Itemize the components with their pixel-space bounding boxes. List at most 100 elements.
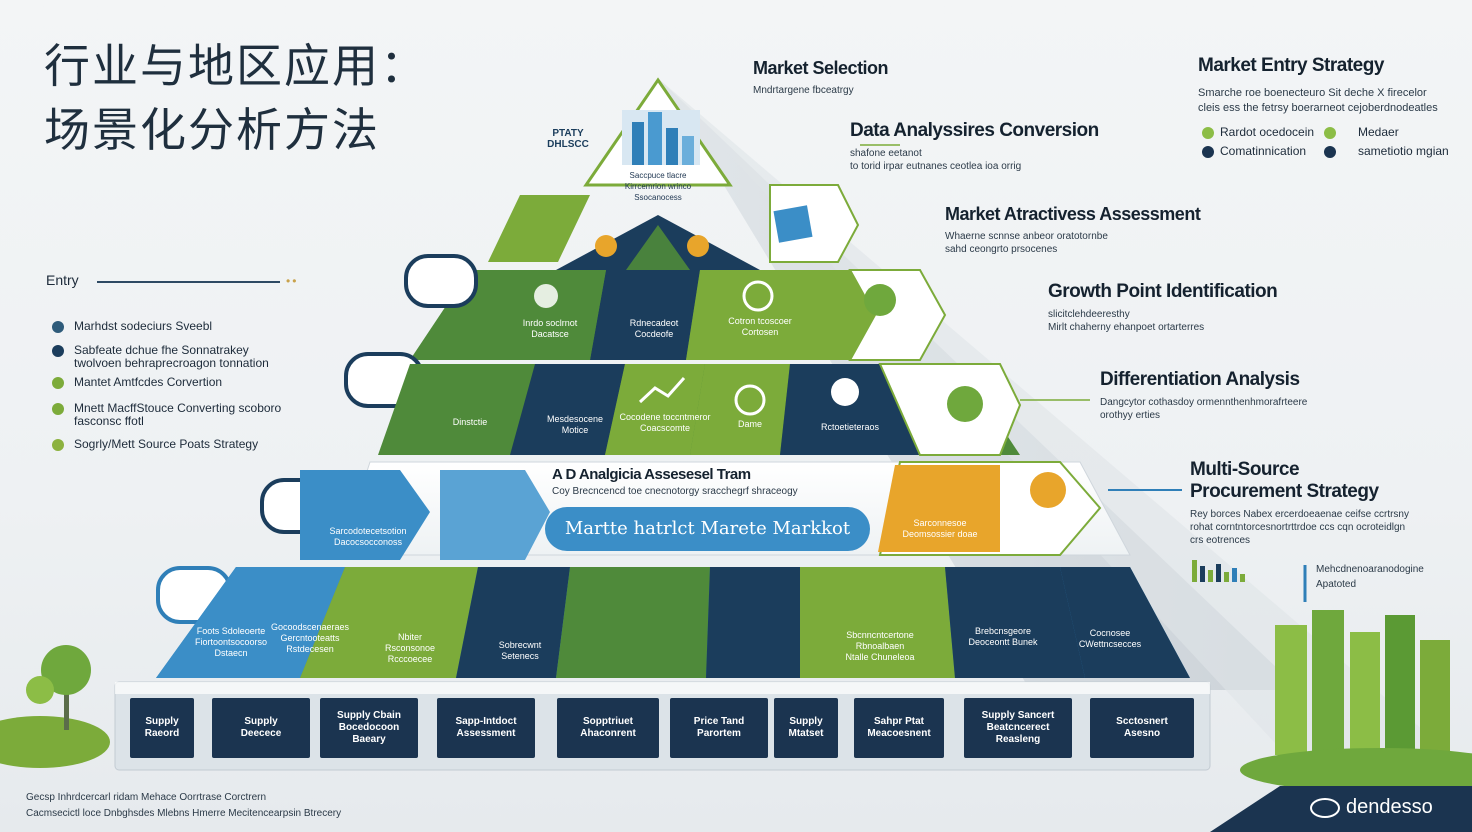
chart-icon	[638, 377, 686, 404]
page-title: 行业与地区应用：场景化分析方法	[44, 39, 428, 157]
network-icon	[534, 284, 558, 308]
legend-item-0: Rardot ocedocein	[1220, 125, 1315, 139]
blue-arrow-left	[300, 470, 430, 560]
right-label-sub-5: Rey borces Nabex ercerdoeaenae ceifse cc…	[1190, 509, 1409, 546]
base-box-9[interactable]: Scctosnert Asesno	[1090, 698, 1194, 758]
legend-item-3: sametiotio mgian	[1358, 144, 1449, 158]
entry-bullet-4	[52, 439, 64, 451]
entry-item-4: Sogrly/Mett Source Poats Strategy	[74, 437, 259, 451]
lower-tier-cell-0: Foots Sdoleoerte Fiortoontsocoorso Dstae…	[194, 626, 268, 658]
lower-tier-cell-2: Nbiter Rsconsonoe Rcccoecee	[384, 632, 436, 664]
base-box-6[interactable]: Supply Mtatset	[774, 698, 838, 758]
green-tier-cell-2: Cotron tcoscoer Cortosen	[728, 316, 792, 337]
brand-logo[interactable]: dendesso	[1310, 796, 1460, 819]
white-tier-left-caption: Sarcodotecetsotion Dacocsocconoss	[329, 526, 407, 547]
entry-item-2: Mantet Amtfcdes Corvertion	[74, 375, 223, 389]
orange-panel	[878, 465, 1000, 552]
green-tier-cell-0: Inrdo soclrnot Dacatsce	[522, 318, 578, 339]
coin-icon	[595, 235, 617, 257]
lower-tier-cell-1: Gocoodscenaeraes Gercntooteatts Rstdeces…	[270, 622, 350, 654]
blue-arrow-mid	[440, 470, 550, 560]
base-box-0[interactable]: Supply Raeord	[130, 698, 194, 758]
building-4	[1385, 615, 1415, 755]
entry-dots: ••	[286, 274, 299, 288]
building-2	[1312, 610, 1344, 755]
right-label-sub-4: Dangcytor cothasdoy ormennthenhmorafrtee…	[1100, 397, 1308, 421]
footer-line-1: Gecsp Inhrdcercarl ridam Mehace Oorrtras…	[26, 792, 267, 803]
entry-label: Entry	[46, 272, 79, 288]
mid-tier-cell-3: Dame	[737, 419, 762, 429]
footer-line-2: Cacmsecictl loce Dnbghsdes Mlebns Hmerre…	[26, 808, 342, 819]
tree-trunk	[64, 680, 69, 730]
brand-name: dendesso	[1346, 796, 1433, 818]
right-label-sub-1: shafone eetanot to torid irpar eutnanes …	[850, 148, 1022, 172]
legend-dot-0	[1202, 127, 1214, 139]
green-tier-cell-1: Rdnecadeot Cocdeofe	[629, 318, 679, 339]
document-icon	[773, 205, 813, 243]
leaf-icon	[864, 284, 896, 316]
pin-icon	[831, 378, 859, 406]
badge-1	[404, 254, 478, 308]
white-tier-sub: Coy Brecncencd toe cnecnotorgy sracchegr…	[552, 486, 798, 497]
white-tier-button-bg	[545, 507, 870, 551]
brain-icon	[947, 386, 983, 422]
orange-circle-icon	[1030, 472, 1066, 508]
legend-dot-1	[1324, 127, 1336, 139]
apex-tag: PTATY DHLSCC	[547, 128, 589, 150]
right-label-title-1: Data Analyssires Conversion	[850, 120, 1099, 141]
legend-item-2: Comatinnication	[1220, 144, 1307, 158]
pyramid-shadow-far	[660, 80, 1470, 770]
mid-tier-cell-4: Rctoetieteraos	[820, 422, 880, 432]
base-box-7[interactable]: Sahpr Ptat Meacoesnent	[854, 698, 944, 758]
entry-bullet-0	[52, 321, 64, 333]
lower-tier-cell-6: Sbcnncntcertone Rbnoalbaen Ntalle Chunel…	[845, 630, 915, 662]
legend-dot-3	[1324, 146, 1336, 158]
base-box-4[interactable]: Sopptriuet Ahaconrent	[557, 698, 659, 758]
left-hill	[0, 716, 110, 768]
footer-brand-band	[1210, 786, 1472, 832]
right-label-title-2: Market Atractivess Assessment	[945, 204, 1201, 224]
orange-panel-caption: Sarconnesoe Deomsossier doae	[902, 518, 978, 539]
right-label-title-3: Growth Point Identification	[1048, 281, 1278, 302]
legend-item-1: Medaer	[1358, 125, 1399, 139]
white-tier-title: A D Analgicia Assesesel Tram	[552, 466, 751, 483]
entry-bullet-1	[52, 345, 64, 357]
market-entry-title: Market Entry Strategy	[1198, 55, 1384, 76]
market-entry-sub: Smarche roe boenecteuro Sit deche X fire…	[1198, 87, 1438, 114]
base-box-1[interactable]: Supply Deecece	[212, 698, 310, 758]
brand-swirl-icon	[1310, 797, 1340, 818]
building-5	[1420, 640, 1450, 755]
right-label-title-4: Differentiation Analysis	[1100, 369, 1300, 390]
side-note: Mehcdnenoaranodogine Apatoted	[1316, 564, 1424, 590]
check-icon	[734, 384, 766, 416]
base-box-8[interactable]: Supply Sancert Beatcncerect Reasleng	[964, 698, 1072, 758]
mini-bar-chart	[1192, 560, 1197, 582]
lower-tier-cell-7: Brebcnsgeore Deoceontt Bunek	[968, 626, 1038, 647]
lower-tier-cell-3: Sobrecwnt Setenecs	[498, 640, 542, 661]
apex-caption: Saccpuce tlacre Kirrcemrion wrinco Ssoca…	[624, 171, 692, 202]
mid-tier-cell-2: Cocodene toccntmeror Coacscomte	[619, 412, 711, 433]
base-box-2[interactable]: Supply Cbain Bocedocoon Baeary	[320, 698, 418, 758]
entry-bullet-3	[52, 403, 64, 415]
entry-item-3: Mnett MacffStouce Converting scoboro fas…	[74, 401, 282, 428]
mid-tier-cell-0: Dinstctie	[452, 417, 488, 427]
right-label-title-0: Market Selection	[753, 58, 889, 78]
legend-dot-2	[1202, 146, 1214, 158]
tree-icon	[41, 645, 91, 695]
apex-left-panel	[488, 195, 590, 262]
building-3	[1350, 632, 1380, 755]
lower-tier-cell-8: Cocnosee CWettncsecces	[1078, 628, 1142, 649]
right-label-title-5: Multi-Source Procurement Strategy	[1190, 459, 1379, 502]
building-1	[1275, 625, 1307, 755]
coin-icon-2	[687, 235, 709, 257]
right-label-sub-3: slicitclehdeeresthy Mirlt chaherny ehanp…	[1048, 309, 1205, 333]
entry-bullet-2	[52, 377, 64, 389]
right-label-sub-0: Mndrtargene fbceatrgy	[753, 85, 854, 96]
target-icon	[742, 280, 774, 312]
entry-item-0: Marhdst sodeciurs Sveebl	[74, 319, 213, 333]
base-box-5[interactable]: Price Tand Parortem	[670, 698, 768, 758]
base-box-3[interactable]: Sapp-Intdoct Assessment	[437, 698, 535, 758]
market-button[interactable]: Martte hatrlct Marete Markkot	[564, 518, 851, 539]
right-label-sub-2: Whaerne scnnse anbeor oratotornbe sahd c…	[945, 231, 1108, 255]
